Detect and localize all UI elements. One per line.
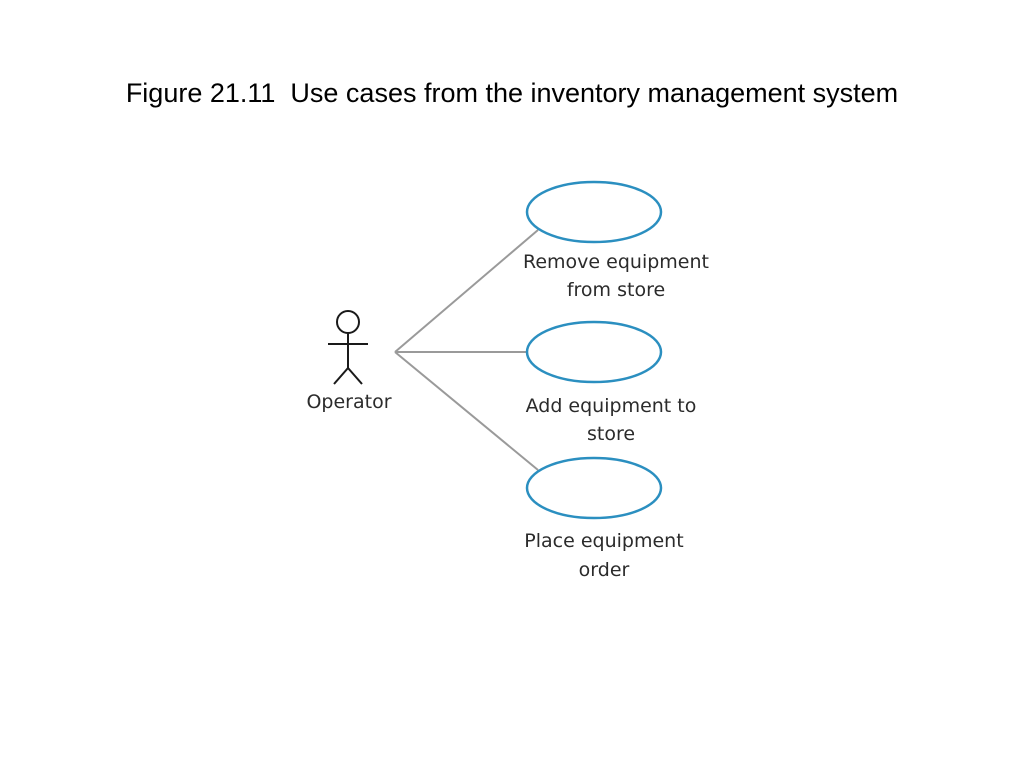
use-case-label-place-line1: Place equipment xyxy=(524,530,683,552)
use-case-ellipse-add xyxy=(525,320,663,384)
use-case-label-add-line1: Add equipment to xyxy=(526,395,697,417)
use-case-ellipse-place xyxy=(525,456,663,520)
association-line-remove xyxy=(394,229,539,353)
slide-title: Figure 21.11 Use cases from the inventor… xyxy=(125,78,899,108)
use-case-label-place-line2: order xyxy=(579,559,630,581)
association-line-place xyxy=(394,351,539,471)
use-case-label-remove-line2: from store xyxy=(567,279,665,301)
use-case-label-remove-line1: Remove equipment xyxy=(523,251,709,273)
actor-label: Operator xyxy=(306,391,391,413)
use-case-label-add-line2: store xyxy=(587,423,635,445)
use-case-ellipse-remove xyxy=(525,180,663,244)
stick-figure-icon xyxy=(328,310,368,385)
